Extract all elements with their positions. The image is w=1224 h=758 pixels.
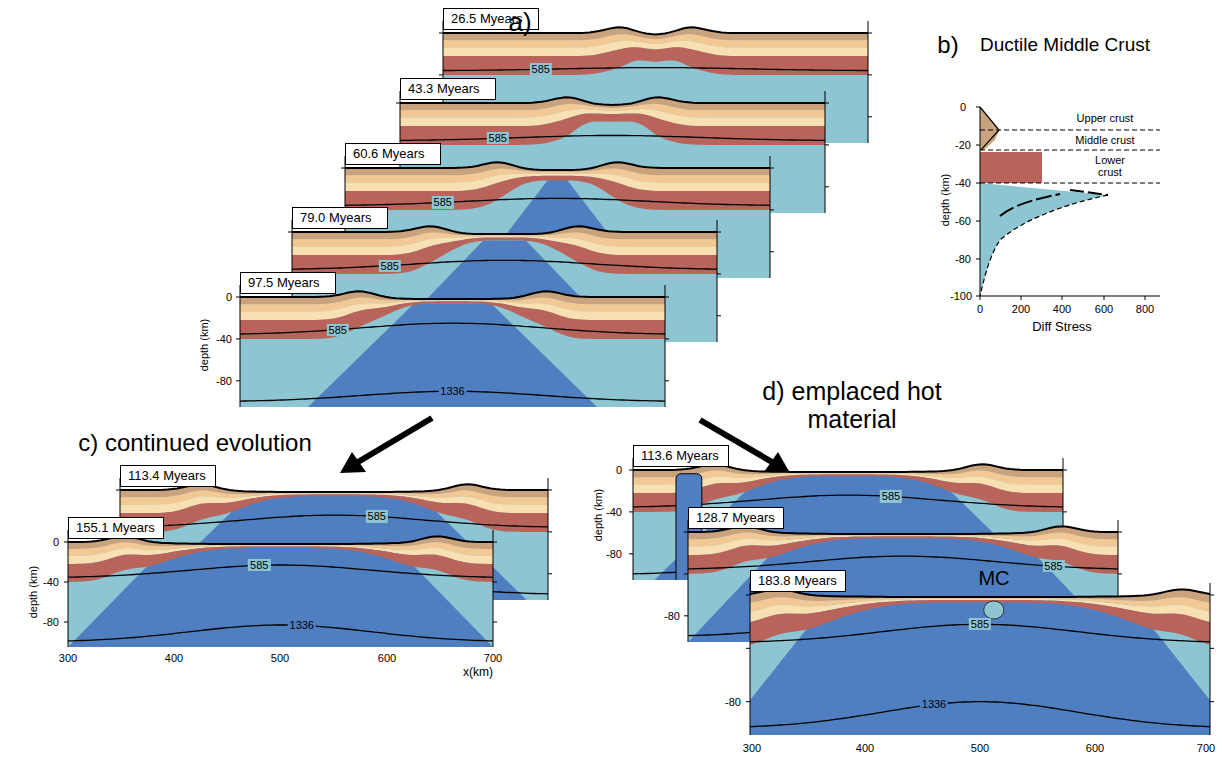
axis-label: 300 xyxy=(743,742,761,754)
isotherm-label: 1336 xyxy=(438,385,466,397)
axis-label: 600 xyxy=(378,652,396,664)
time-label-box: 60.6 Myears xyxy=(345,143,441,165)
isotherm-label: 585 xyxy=(379,259,401,271)
time-label-box: 155.1 Myears xyxy=(68,517,164,539)
panel-title: d) emplaced hot material xyxy=(727,378,977,433)
axis-label: 400 xyxy=(1053,303,1071,315)
panel-title: Ductile Middle Crust xyxy=(980,35,1150,56)
axis-label: -80 xyxy=(43,616,59,628)
axis-label: 600 xyxy=(1086,742,1104,754)
isotherm-label: 585 xyxy=(530,63,552,75)
time-label: 97.5 Myears xyxy=(248,275,320,290)
isotherm-label: 1336 xyxy=(920,698,948,710)
axis-label: 400 xyxy=(856,742,874,754)
time-label-box: 183.8 Myears xyxy=(750,570,846,592)
time-label-box: 113.4 Myears xyxy=(120,465,216,487)
time-label-box: 43.3 Myears xyxy=(400,78,496,100)
panel-title: a) xyxy=(508,8,531,37)
time-label-box: 79.0 Myears xyxy=(292,207,388,229)
time-label: 113.6 Myears xyxy=(641,448,719,463)
axis-label: 800 xyxy=(1136,303,1154,315)
axis-label: -80 xyxy=(664,610,680,622)
axis-label: -40 xyxy=(216,333,232,345)
time-label: 155.1 Myears xyxy=(76,520,155,535)
axis-label: 0 xyxy=(226,291,232,303)
time-label-box: 128.7 Myears xyxy=(688,507,784,529)
axis-label: 0 xyxy=(977,303,983,315)
model-section xyxy=(750,589,1210,735)
panel-frame xyxy=(236,285,669,407)
axis-label: -40 xyxy=(955,177,971,189)
isotherm-label: 585 xyxy=(487,132,509,144)
axis-label: 400 xyxy=(165,652,183,664)
time-label-box: 97.5 Myears xyxy=(240,272,336,294)
axis-label: 700 xyxy=(484,652,502,664)
axis-label: -80 xyxy=(955,253,971,265)
axis-title: depth (km) xyxy=(198,319,210,372)
axis-label: -60 xyxy=(955,215,971,227)
axis-label: Middle crust xyxy=(1075,134,1134,146)
axis-label: Upper crust xyxy=(1077,112,1134,124)
isotherm-label: 1336 xyxy=(288,619,316,631)
axis-label: 600 xyxy=(1095,303,1113,315)
axis-label: -80 xyxy=(606,548,622,560)
isotherm-label: 585 xyxy=(880,490,902,502)
model-section xyxy=(240,291,665,407)
axis-label: 0 xyxy=(960,101,966,113)
axis-label: -80 xyxy=(725,696,741,708)
time-label: 113.4 Myears xyxy=(128,468,206,483)
axis-label: -40 xyxy=(606,506,622,518)
model-section xyxy=(68,536,493,647)
axis-title: depth (km) xyxy=(592,489,604,542)
axis-label: Diff Stress xyxy=(1032,320,1092,334)
isotherm-label: 585 xyxy=(969,618,991,630)
axis-title: depth (km) xyxy=(27,566,39,619)
isotherm-label: 585 xyxy=(248,559,270,571)
axis-label: -20 xyxy=(955,139,971,151)
axis-label: -80 xyxy=(216,375,232,387)
time-label: 183.8 Myears xyxy=(758,573,837,588)
time-label: 79.0 Myears xyxy=(300,210,372,225)
time-label: 128.7 Myears xyxy=(696,510,775,525)
axis-label: 0 xyxy=(53,536,59,548)
flow-arrows xyxy=(340,418,790,473)
axis-label: Lower crust xyxy=(1088,154,1132,178)
time-label: 43.3 Myears xyxy=(408,81,480,96)
panel-title: MC xyxy=(978,567,1009,589)
strength-profile xyxy=(976,107,1160,300)
panel-frame xyxy=(64,530,497,647)
axis-label: 200 xyxy=(1012,303,1030,315)
time-label-box: 113.6 Myears xyxy=(633,445,729,467)
panel-frame xyxy=(746,583,1214,735)
axis-label: 0 xyxy=(616,464,622,476)
axis-label: 500 xyxy=(271,652,289,664)
isotherm-label: 585 xyxy=(432,196,454,208)
axis-label: x(km) xyxy=(463,666,493,679)
axis-label: 500 xyxy=(971,742,989,754)
axis-label: -40 xyxy=(43,576,59,588)
isotherm-label: 585 xyxy=(366,510,388,522)
axis-label: 700 xyxy=(1197,742,1215,754)
isotherm-label: 585 xyxy=(1042,560,1064,572)
isotherm-label: 585 xyxy=(327,324,349,336)
axis-label: -100 xyxy=(950,290,972,302)
panel-title: c) continued evolution xyxy=(78,430,311,456)
axis-label: 300 xyxy=(59,652,77,664)
time-label: 60.6 Myears xyxy=(353,146,425,161)
axis-title: depth (km) xyxy=(939,174,951,227)
panel-title: b) xyxy=(937,32,958,58)
